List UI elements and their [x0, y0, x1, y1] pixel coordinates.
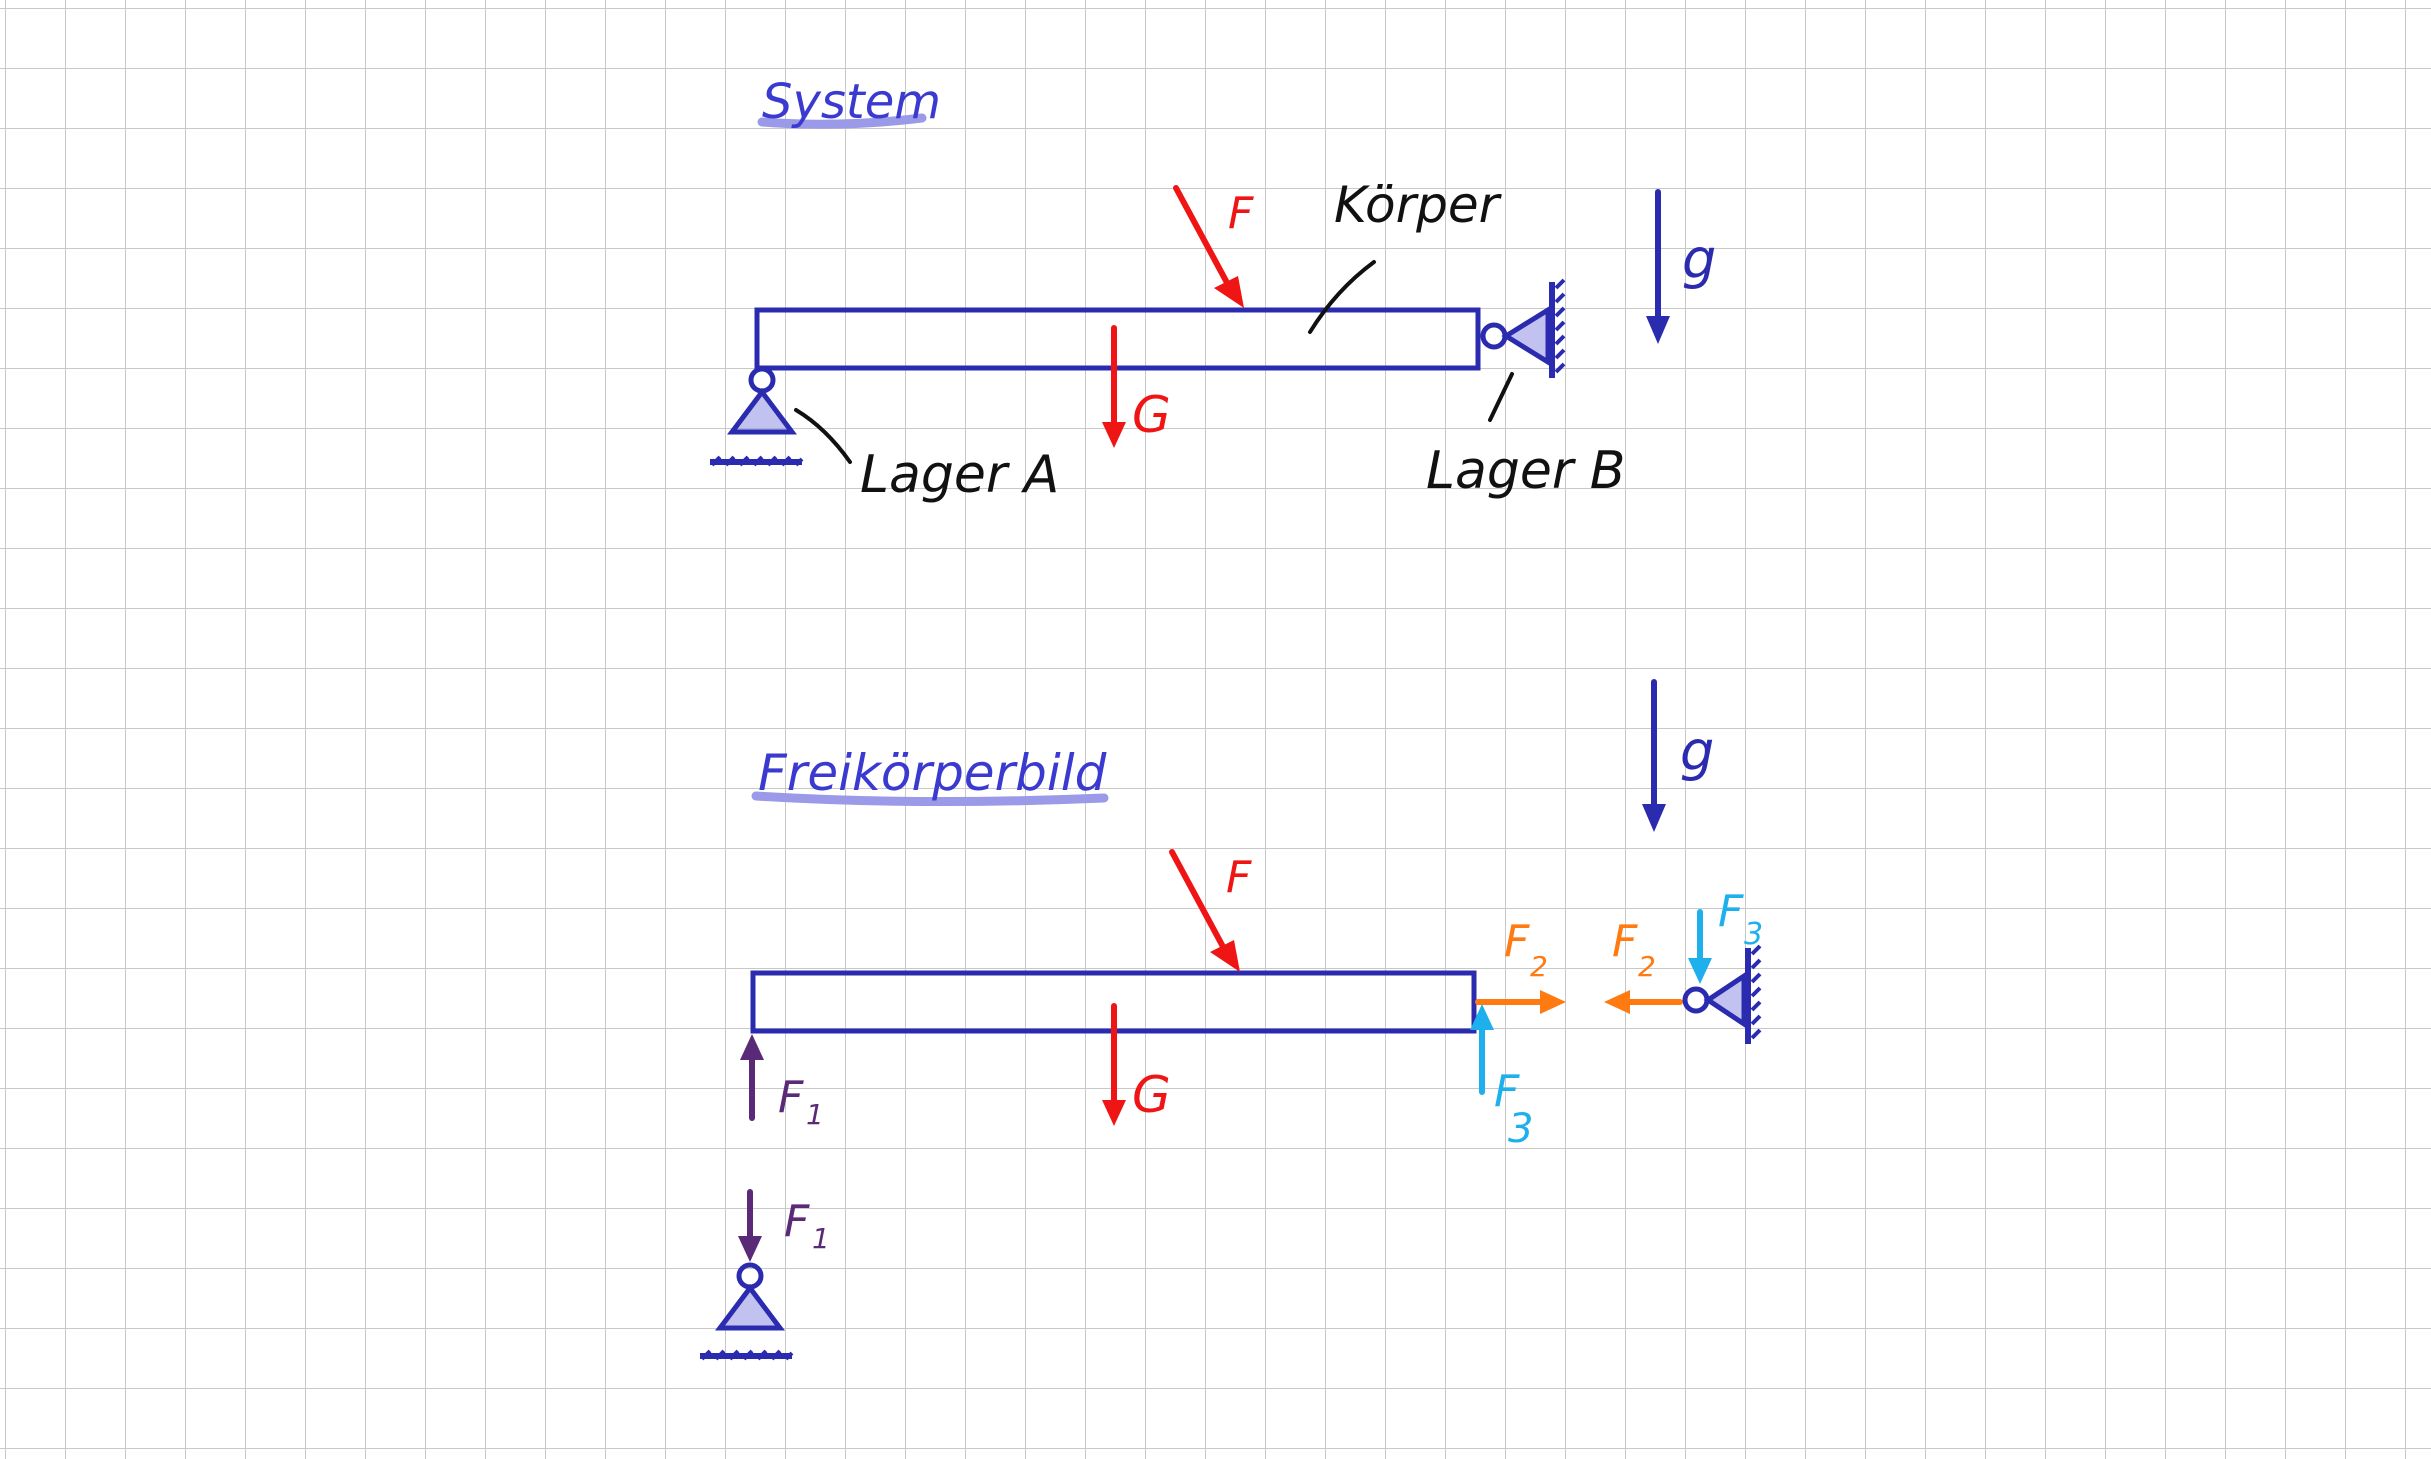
f3-support-label: F — [1718, 886, 1744, 937]
system-weight-label: G — [1132, 386, 1171, 444]
f3-support-subscript: 3 — [1744, 917, 1763, 952]
system-force-label: F — [1228, 188, 1254, 239]
f1-support-arrow — [738, 1189, 762, 1262]
support-a — [710, 366, 804, 467]
fbd-weight-arrow — [1102, 1003, 1126, 1126]
system-gravity-arrow — [1646, 189, 1670, 344]
system-section: System F G Körper — [710, 74, 1716, 505]
f2-beam-label: F — [1504, 916, 1530, 967]
f3-support-arrow — [1688, 909, 1712, 984]
f2-support-arrow — [1604, 990, 1683, 1014]
fbd-force-arrow — [1169, 849, 1240, 972]
system-weight-arrow — [1102, 325, 1126, 448]
body-label: Körper — [1334, 176, 1503, 234]
system-beam — [754, 307, 1481, 371]
fbd-section: Freikörperbild g F G F 1 — [700, 679, 1763, 1361]
f1-support-label: F — [784, 1196, 810, 1247]
support-b — [1480, 278, 1566, 378]
f3-beam-label: F — [1494, 1066, 1520, 1117]
fbd-support-b — [1682, 944, 1762, 1044]
system-force-arrow — [1173, 185, 1244, 308]
f1-support-subscript: 1 — [812, 1222, 830, 1255]
support-b-leader-line — [1488, 372, 1514, 422]
fbd-heading: Freikörperbild — [758, 744, 1107, 802]
fbd-heading-underline — [751, 791, 1109, 807]
fbd-support-a — [700, 1262, 794, 1361]
f1-beam-arrow — [740, 1034, 764, 1121]
f3-beam-subscript: 3 — [1508, 1106, 1533, 1152]
f2-support-label: F — [1612, 916, 1638, 967]
f2-support-subscript: 2 — [1638, 950, 1656, 983]
fbd-gravity-arrow — [1642, 679, 1666, 832]
support-a-label: Lager A — [860, 445, 1059, 505]
f2-beam-subscript: 2 — [1530, 950, 1548, 983]
system-gravity-label: g — [1682, 228, 1716, 291]
f1-beam-subscript: 1 — [806, 1098, 824, 1131]
fbd-force-label: F — [1226, 852, 1252, 903]
body-leader-line — [1308, 260, 1376, 334]
f1-beam-label: F — [778, 1072, 804, 1123]
fbd-weight-label: G — [1132, 1066, 1171, 1124]
system-heading: System — [762, 74, 941, 130]
system-heading-underline — [757, 113, 927, 129]
support-a-leader-line — [794, 408, 852, 464]
f3-beam-arrow — [1470, 1004, 1494, 1095]
support-b-label: Lager B — [1426, 441, 1625, 501]
fbd-gravity-label: g — [1680, 720, 1714, 783]
f2-beam-arrow — [1475, 990, 1566, 1014]
